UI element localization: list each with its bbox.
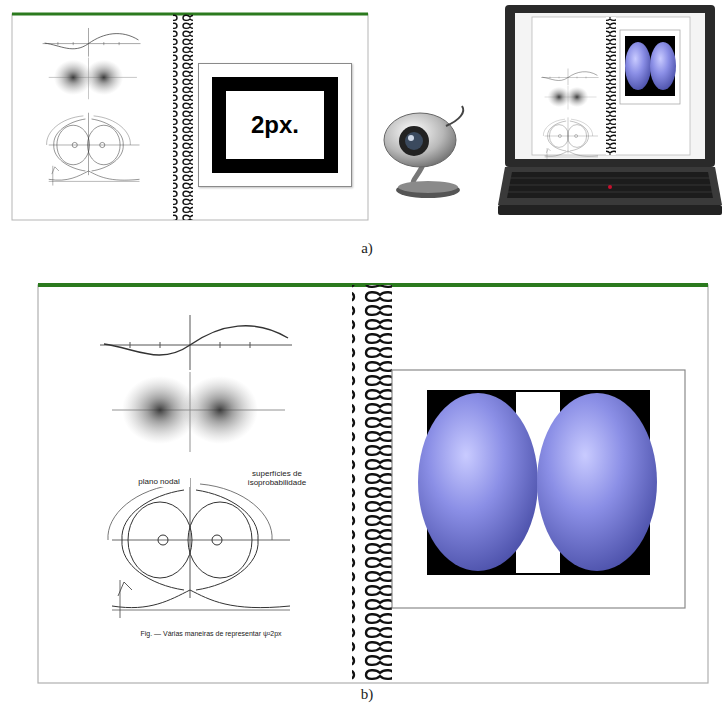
marker-frame: 2px. (212, 77, 338, 173)
sketch-label: plano nodal (128, 478, 190, 487)
marker-card: 2px. (198, 63, 352, 187)
panel-label: a) (352, 240, 382, 257)
sketch-label: superfícies de isoprobabilidade (232, 470, 322, 488)
marker-text: 2px. (251, 111, 299, 139)
panel-label: b) (352, 686, 382, 703)
figure-caption: Fig. — Várias maneiras de representar ψ²… (100, 630, 322, 638)
